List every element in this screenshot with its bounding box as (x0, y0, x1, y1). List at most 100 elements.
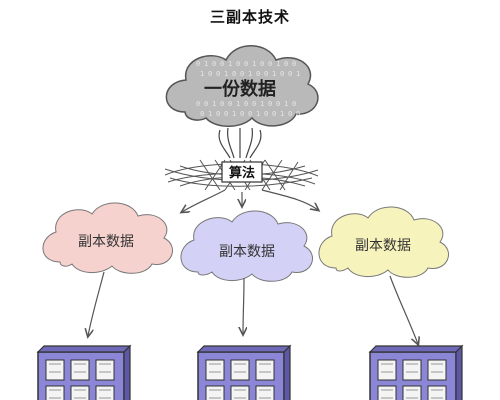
window-pane-lines (99, 389, 111, 399)
window-pane-lines (49, 363, 61, 373)
binary-digit: 0 (268, 60, 272, 68)
diagram-title: 三副本技术 (209, 8, 290, 26)
window-pane-lines (259, 389, 271, 399)
replica-cloud-shape (318, 206, 450, 278)
binary-digit: 0 (232, 70, 236, 78)
binary-digit: 1 (252, 60, 256, 68)
window-pane-lines (209, 389, 221, 399)
building-side (455, 344, 463, 400)
binary-digit: 0 (216, 110, 220, 118)
building-window (255, 359, 275, 381)
binary-digit: 1 (296, 70, 300, 78)
building-window (402, 359, 422, 381)
binary-digit: 0 (236, 60, 240, 68)
binary-digit: 0 (272, 110, 276, 118)
building-window (427, 359, 447, 381)
binary-digit: 0 (244, 60, 248, 68)
binary-digit: 0 (204, 100, 208, 108)
building-window (95, 359, 115, 381)
window-pane-lines (209, 363, 221, 373)
window-pane-lines (381, 363, 393, 373)
window-pane-lines (431, 389, 443, 399)
building-window (230, 359, 250, 381)
source-cloud-label: 一份数据 (204, 78, 276, 100)
binary-digit: 1 (276, 60, 280, 68)
algorithm-box (221, 161, 263, 183)
binary-digit: 0 (264, 110, 268, 118)
replica-cloud-middle: 副本数据 (180, 210, 314, 282)
binary-digit: 1 (284, 100, 288, 108)
window-pane-lines (99, 363, 111, 373)
storage-arrows (88, 271, 418, 344)
binary-digit: 1 (212, 100, 216, 108)
funnel-lines (218, 127, 262, 159)
binary-digit: 1 (236, 100, 240, 108)
binary-digit: 0 (248, 110, 252, 118)
binary-digit: 0 (296, 110, 300, 118)
building-side (123, 344, 131, 400)
window-pane-lines (74, 389, 86, 399)
building-window (205, 359, 225, 381)
binary-digit: 1 (272, 70, 276, 78)
window-pane-lines (49, 389, 61, 399)
binary-digit: 0 (228, 100, 232, 108)
binary-digit: 0 (220, 60, 224, 68)
binary-digit: 0 (268, 100, 272, 108)
replica-cloud-shape (42, 202, 174, 274)
building-window (45, 359, 65, 381)
binary-digit: 0 (212, 60, 216, 68)
binary-digit: 0 (264, 70, 268, 78)
binary-digit: 0 (244, 100, 248, 108)
binary-digit: 1 (280, 110, 284, 118)
binary-digit: 1 (260, 100, 264, 108)
storage-buildings (36, 344, 464, 400)
binary-digit: 0 (240, 70, 244, 78)
binary-digit: 1 (204, 60, 208, 68)
replica-label: 副本数据 (78, 234, 134, 250)
binary-digit: 0 (292, 60, 296, 68)
binary-digit: 0 (196, 100, 200, 108)
distribution-arrows (182, 189, 318, 212)
building-roof (368, 345, 464, 353)
building-roof (196, 345, 292, 353)
binary-digit: 0 (220, 100, 224, 108)
algorithm-label: 算法 (229, 165, 255, 181)
binary-digit: 1 (232, 110, 236, 118)
window-pane-lines (406, 363, 418, 373)
building-window (377, 359, 397, 381)
building-side (283, 344, 291, 400)
server-building (368, 344, 464, 400)
binary-digit: 1 (200, 70, 204, 78)
binary-digit: 0 (224, 110, 228, 118)
binary-digit: 0 (208, 70, 212, 78)
window-pane-lines (234, 363, 246, 373)
binary-digit: 0 (288, 70, 292, 78)
binary-digit: 0 (260, 60, 264, 68)
binary-digit: 0 (256, 70, 260, 78)
binary-digit: 0 (276, 100, 280, 108)
window-pane-lines (74, 363, 86, 373)
replica-label: 副本数据 (219, 244, 275, 260)
binary-digit: 0 (216, 70, 220, 78)
binary-digit: 1 (256, 110, 260, 118)
binary-digit: 1 (208, 110, 212, 118)
server-building (36, 344, 132, 400)
binary-digit: 0 (196, 60, 200, 68)
building-window (70, 359, 90, 381)
binary-digit: 0 (200, 110, 204, 118)
binary-digit: 0 (280, 70, 284, 78)
binary-digit: 1 (248, 70, 252, 78)
replica-cloud-right: 副本数据 (318, 206, 450, 278)
window-pane-lines (234, 389, 246, 399)
binary-digit: 1 (228, 60, 232, 68)
replica-cloud-left: 副本数据 (42, 202, 174, 274)
binary-digit: 0 (288, 110, 292, 118)
binary-digit: 0 (284, 60, 288, 68)
server-building (196, 344, 292, 400)
window-pane-lines (259, 363, 271, 373)
window-pane-lines (431, 363, 443, 373)
